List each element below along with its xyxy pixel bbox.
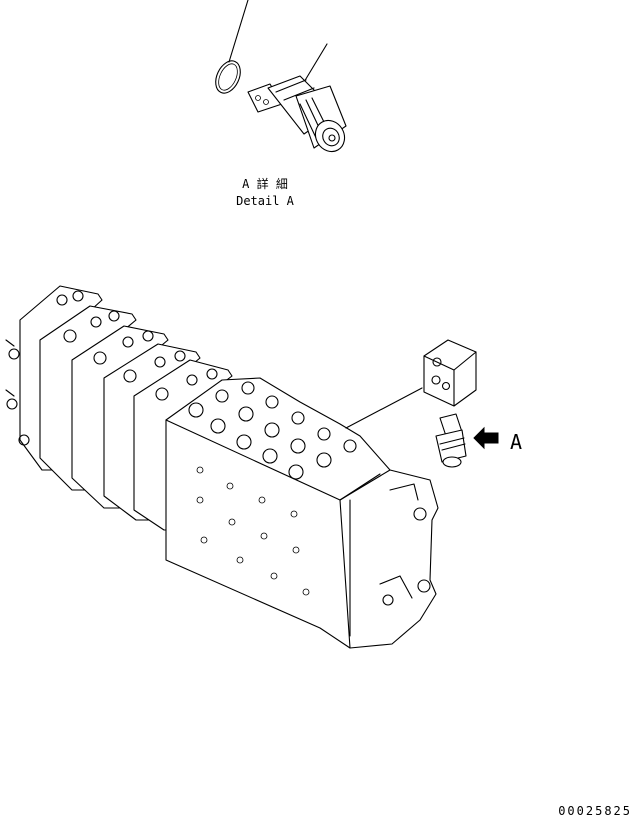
arrow-left-icon <box>473 426 499 450</box>
o-ring-part <box>215 60 241 94</box>
relief-valve-small <box>435 413 467 468</box>
relief-valve-leader <box>345 387 423 429</box>
valve-left-fittings <box>5 339 30 446</box>
control-valve-assembly <box>5 285 439 649</box>
relief-valve-part <box>247 75 347 153</box>
detail-a-view: A 詳 細 Detail A <box>215 0 347 208</box>
detail-caption-english: Detail A <box>236 194 295 208</box>
view-arrow: A <box>473 426 522 454</box>
view-arrow-label: A <box>510 430 522 454</box>
drawing-number: 00025825 <box>558 804 632 818</box>
o-ring-leader-line <box>228 0 249 63</box>
valve-mount-block <box>423 339 477 407</box>
detail-caption-japanese: A 詳 細 <box>242 176 288 191</box>
valve-main-body <box>165 377 439 649</box>
